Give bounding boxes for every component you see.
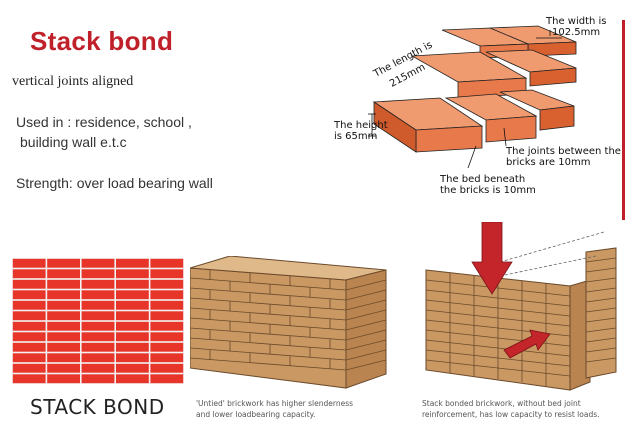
stack-brick xyxy=(12,363,46,373)
stack-brick xyxy=(116,332,149,342)
stack-brick xyxy=(81,311,115,321)
stack-brick xyxy=(47,321,80,331)
stack-brick xyxy=(47,353,80,363)
stack-brick xyxy=(47,363,80,373)
stack-brick xyxy=(81,342,115,352)
stack-brick xyxy=(150,290,184,300)
joints-label-2: bricks are 10mm xyxy=(506,157,591,168)
stack-brick xyxy=(116,300,149,310)
stack-brick xyxy=(116,258,149,268)
stack-brick xyxy=(81,332,115,342)
stack-brick xyxy=(81,300,115,310)
stack-brick xyxy=(47,300,80,310)
stack-brick xyxy=(150,374,184,384)
stack-brick xyxy=(47,332,80,342)
stack-brick xyxy=(12,311,46,321)
stacked-caption-line-1: Stack bonded brickwork, without bed join… xyxy=(422,399,581,408)
stacked-wall-svg xyxy=(425,221,617,391)
stack-brick xyxy=(81,269,115,279)
stack-brick xyxy=(116,269,149,279)
brick-dimension-diagram: The width is 102.5mm The length is 215mm… xyxy=(300,6,621,198)
stack-brick xyxy=(12,258,46,268)
vertical-load-arrow xyxy=(471,221,513,295)
slide-subtitle: vertical joints aligned xyxy=(12,74,134,89)
width-label-1: The width is xyxy=(546,16,607,27)
stack-brick xyxy=(47,342,80,352)
bed-label-2: the bricks is 10mm xyxy=(440,185,536,196)
stack-brick xyxy=(12,332,46,342)
width-label-2: 102.5mm xyxy=(552,27,601,38)
strength-text: Strength: over load bearing wall xyxy=(16,175,213,191)
stack-brick xyxy=(150,363,184,373)
stack-brick xyxy=(47,311,80,321)
stack-bonded-brickwork-illustration xyxy=(420,221,626,392)
stack-brick xyxy=(47,258,80,268)
stack-brick xyxy=(116,342,149,352)
stack-brick xyxy=(150,269,184,279)
stack-brick xyxy=(150,342,184,352)
stack-brick xyxy=(12,269,46,279)
stack-brick xyxy=(47,269,80,279)
height-label-1: The height xyxy=(334,120,388,131)
stack-brick xyxy=(81,363,115,373)
stack-brick xyxy=(81,321,115,331)
untied-caption-line-2: and lower loadbearing capacity. xyxy=(196,410,316,419)
stack-brick xyxy=(116,374,149,384)
untied-caption-line-1: 'Untied' brickwork has higher slendernes… xyxy=(196,399,354,408)
used-in-line-2: building wall e.t.c xyxy=(20,134,127,150)
stack-brick xyxy=(116,353,149,363)
stack-brick xyxy=(12,342,46,352)
stack-brick xyxy=(81,279,115,289)
stack-brick xyxy=(12,279,46,289)
bed-label-1: The bed beneath xyxy=(440,174,526,185)
stack-brick xyxy=(81,353,115,363)
stack-brick xyxy=(150,258,184,268)
stack-brick xyxy=(47,279,80,289)
stack-brick xyxy=(150,353,184,363)
lateral-load-arrow xyxy=(503,329,551,359)
untied-brickwork-illustration xyxy=(189,255,390,392)
stack-brick xyxy=(12,353,46,363)
stack-bond-label: STACK BOND xyxy=(30,395,165,419)
stack-brick xyxy=(150,311,184,321)
stack-brick xyxy=(116,363,149,373)
stack-brick xyxy=(12,300,46,310)
stack-brick xyxy=(47,290,80,300)
stack-brick xyxy=(81,258,115,268)
stack-brick xyxy=(12,374,46,384)
stack-brick xyxy=(150,300,184,310)
stack-brick xyxy=(12,290,46,300)
accent-rule xyxy=(622,20,625,220)
stack-brick xyxy=(116,311,149,321)
brick-dimension-illustration xyxy=(368,25,577,169)
stacked-caption-line-2: reinforcement, has low capacity to resis… xyxy=(422,410,600,419)
stack-brick xyxy=(81,374,115,384)
stack-brick xyxy=(47,374,80,384)
stack-brick xyxy=(81,290,115,300)
untied-wall-svg xyxy=(189,255,387,389)
stack-bond-pattern xyxy=(12,258,184,384)
stack-brick xyxy=(116,321,149,331)
slide-title: Stack bond xyxy=(30,26,174,56)
stack-brick xyxy=(150,332,184,342)
stack-brick xyxy=(150,321,184,331)
stack-brick xyxy=(150,279,184,289)
joints-label-1: The joints between the xyxy=(506,146,621,157)
stack-brick xyxy=(12,321,46,331)
height-label-2: is 65mm xyxy=(334,131,378,142)
used-in-line-1: Used in : residence, school , xyxy=(16,114,192,130)
stack-bond-grid-illustration xyxy=(12,258,184,384)
stack-brick xyxy=(116,279,149,289)
stack-brick xyxy=(116,290,149,300)
